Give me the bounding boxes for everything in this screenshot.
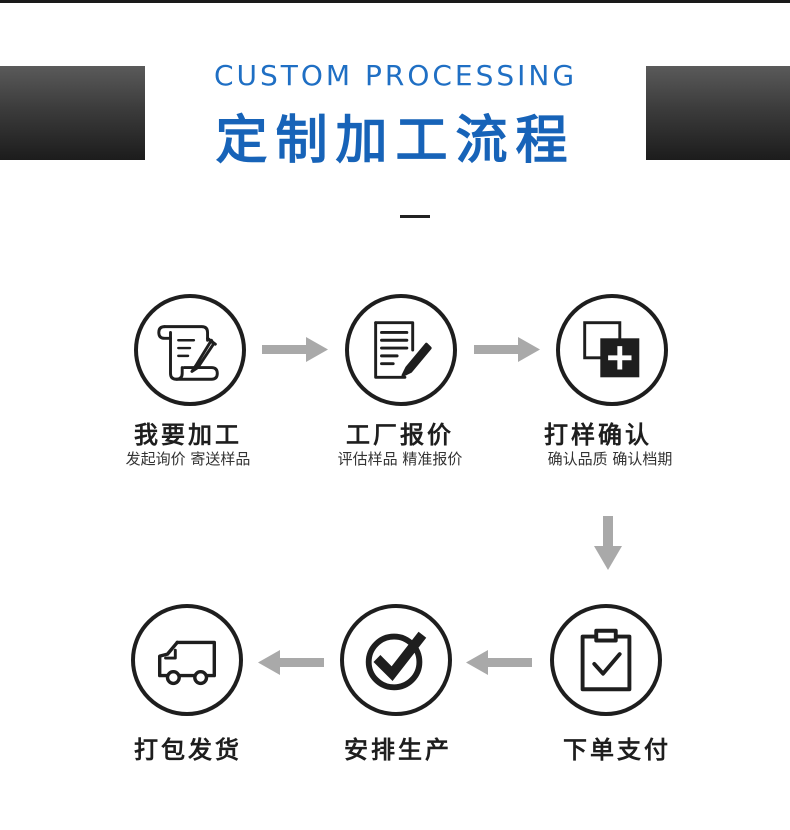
arrow-down: [594, 516, 622, 570]
step-1-title: 我要加工: [134, 421, 242, 449]
arrow-right-2: [474, 337, 540, 362]
step-1-subtitle: 发起询价 寄送样品: [125, 450, 251, 468]
arrow-right-1: [262, 337, 328, 362]
divider-dash: [400, 215, 430, 218]
step-3-subtitle: 确认品质 确认档期: [547, 450, 673, 468]
step-2-circle: [345, 294, 457, 406]
check-circle-icon: [365, 631, 427, 691]
delivery-truck-icon: [157, 640, 217, 686]
banner-left-bar: [0, 66, 145, 160]
arrow-left-1: [466, 650, 532, 675]
step-3-circle: [556, 294, 668, 406]
clipboard-check-icon: [580, 628, 632, 692]
step-1-circle: [134, 294, 246, 406]
step-5-title: 安排生产: [344, 736, 452, 764]
step-4-title: 下单支付: [563, 736, 671, 764]
step-6-circle: [131, 604, 243, 716]
header-title-cn: 定制加工流程: [215, 111, 576, 171]
step-3-title: 打样确认: [544, 421, 652, 449]
top-rule: [0, 0, 790, 3]
step-2-title: 工厂报价: [346, 421, 454, 449]
document-pencil-icon: [374, 321, 432, 379]
step-2-subtitle: 评估样品 精准报价: [337, 450, 463, 468]
scroll-pen-icon: [157, 325, 219, 381]
step-5-circle: [340, 604, 452, 716]
arrow-left-2: [258, 650, 324, 675]
step-4-circle: [550, 604, 662, 716]
layered-squares-plus-icon: [583, 321, 640, 378]
header-title-en: CUSTOM PROCESSING: [213, 59, 578, 92]
step-6-title: 打包发货: [134, 736, 242, 764]
banner-right-bar: [646, 66, 790, 160]
